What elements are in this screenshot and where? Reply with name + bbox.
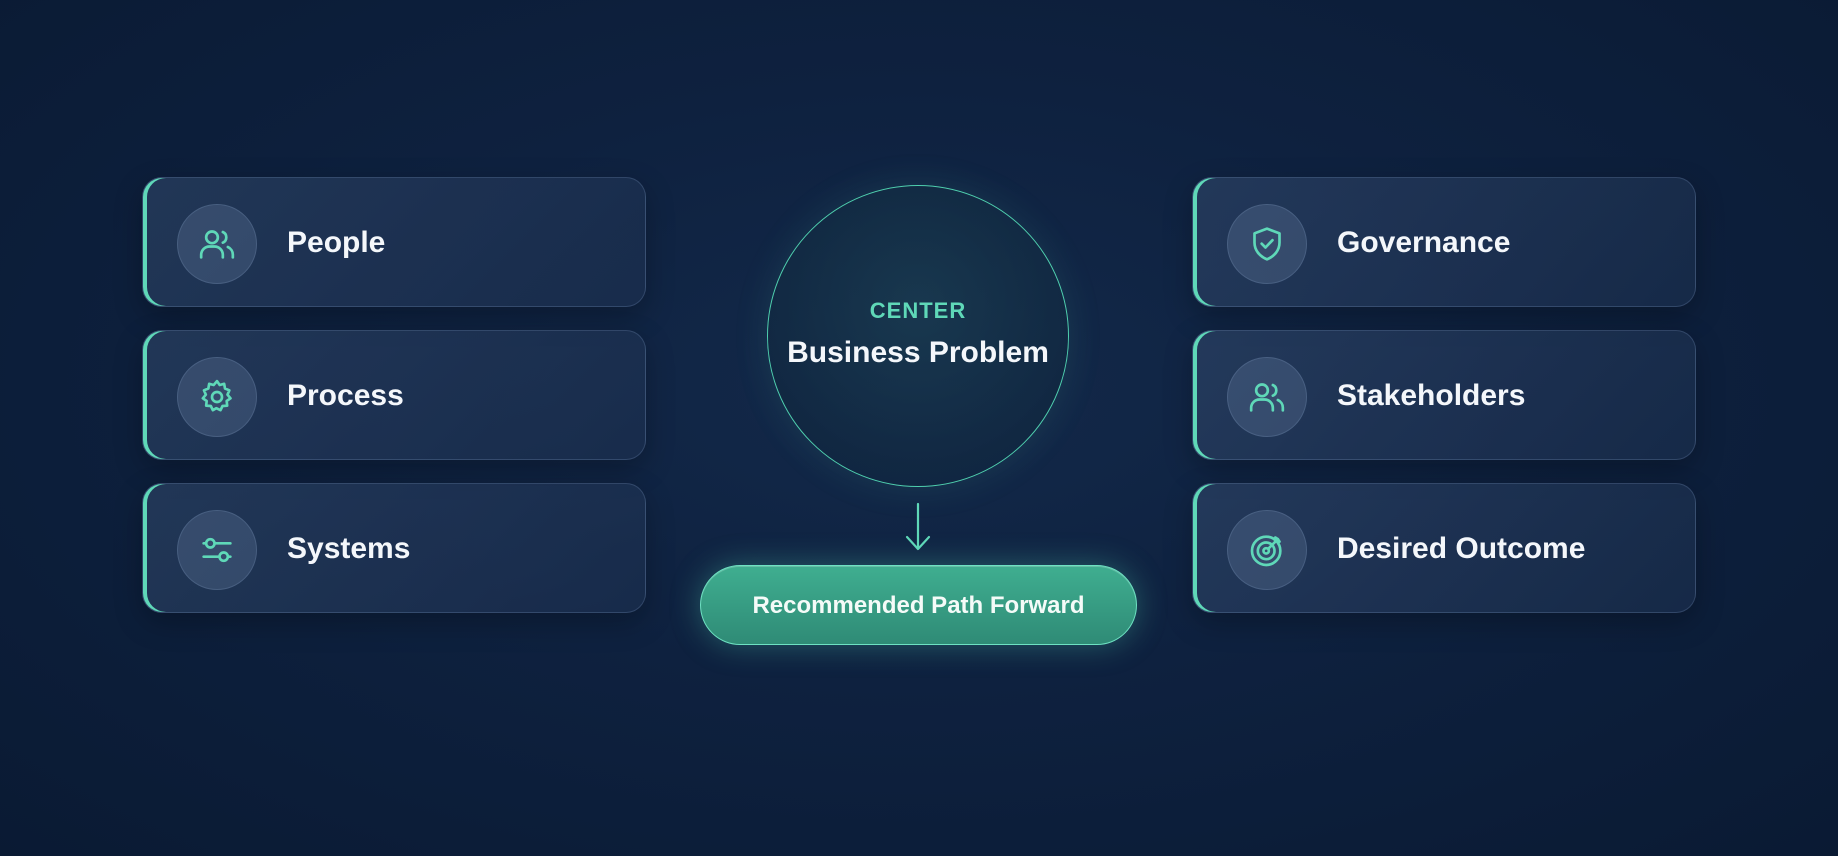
center-node: CENTER Business Problem bbox=[767, 185, 1069, 487]
card-label-desired-outcome: Desired Outcome bbox=[1337, 532, 1586, 565]
users-icon bbox=[1227, 357, 1307, 437]
card-label-process: Process bbox=[287, 379, 404, 412]
card-label-people: People bbox=[287, 226, 386, 259]
center-title: Business Problem bbox=[787, 336, 1049, 369]
card-systems: Systems bbox=[142, 483, 646, 613]
center-kicker: CENTER bbox=[869, 298, 967, 323]
card-stakeholders: Stakeholders bbox=[1192, 330, 1696, 460]
gear-icon bbox=[177, 357, 257, 437]
card-governance: Governance bbox=[1192, 177, 1696, 307]
users-icon bbox=[177, 204, 257, 284]
card-label-governance: Governance bbox=[1337, 226, 1511, 259]
arrow-down-icon bbox=[905, 502, 931, 551]
sliders-icon bbox=[177, 510, 257, 590]
card-desired-outcome: Desired Outcome bbox=[1192, 483, 1696, 613]
card-label-systems: Systems bbox=[287, 532, 411, 565]
target-icon bbox=[1227, 510, 1307, 590]
shield-check-icon bbox=[1227, 204, 1307, 284]
card-label-stakeholders: Stakeholders bbox=[1337, 379, 1526, 412]
recommended-path-forward-button[interactable]: Recommended Path Forward bbox=[700, 565, 1137, 645]
card-process: Process bbox=[142, 330, 646, 460]
card-people: People bbox=[142, 177, 646, 307]
